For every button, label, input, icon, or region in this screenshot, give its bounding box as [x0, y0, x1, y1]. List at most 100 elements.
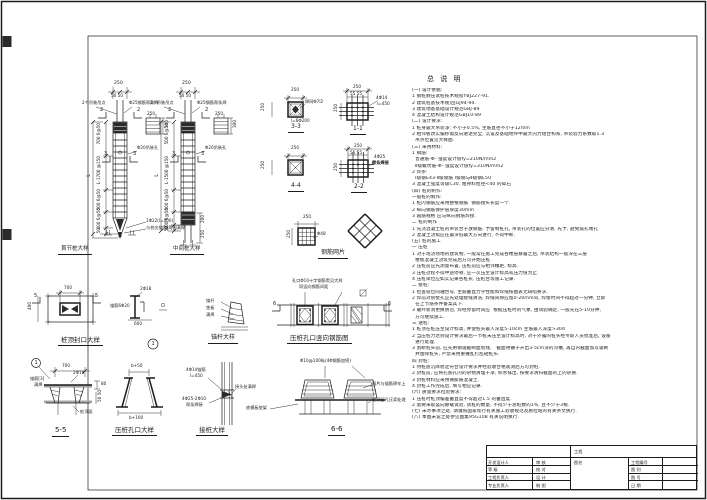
pile2-marker-3: 3 [201, 151, 205, 157]
joint-note1: 4Φ14锚筋 [186, 367, 206, 372]
note-line: 吊点位置见大样图. [412, 138, 455, 144]
dim-pile1-top-spacing: 50 50 [111, 93, 123, 98]
note-line: 1 桩顶在桩压至设计标高, 并使桩头最入深度5-10cm 主筋最入深度>30d [412, 327, 565, 333]
s55-note1: 2Φ18 [73, 370, 85, 375]
note-line: 在上节筋条件备案其下. [412, 302, 464, 308]
s55-note2: 锚筋[3] [30, 376, 45, 381]
note-line: Ⅰ级钢E43-Ⅱ级钢筋 Ⅰ级钢与Ⅱ级钢E50 [412, 176, 492, 182]
pile2-bar-note: Φ25钢筋帮条焊 [197, 100, 227, 105]
dim-pile2-seg2: L-1500 @150 [164, 156, 169, 184]
dim-pile2-seg5: 50 [164, 226, 169, 232]
title-block-role-label: 等 级 [487, 465, 533, 473]
mesh-detail [291, 213, 383, 249]
dim-mesh-top: 250 [303, 214, 311, 219]
title-block-role-label: 专业负责人 [487, 481, 533, 489]
pile1-lift-note: 2个吊装吊点 [82, 100, 106, 105]
cap-title: 桩顶封口大样 [58, 337, 103, 346]
joint-title: 接桩大样 [196, 427, 228, 436]
plate-note-left: 锚筋6Φ20 [110, 303, 130, 308]
note-line: 1 待桩底沉降稳定符合设计要求并经验收合格观测后方可封桩. [412, 365, 541, 371]
note-line: (五) 桩的施工 [412, 239, 441, 245]
title-block-meta-label: 日 期 [629, 481, 663, 489]
dim-s22-left: 250 [333, 163, 338, 171]
title-block-check-label: 设 计 [533, 473, 571, 481]
note-line: 一 压桩 [412, 245, 428, 251]
note-line: (六) 质量要求检验要求: [412, 390, 462, 396]
note-line: 3 建筑地基基础设计规范GBJ-89 [412, 106, 480, 112]
note-line: 4 封桩工作完成后, 填写相应记录. [412, 383, 483, 389]
pile2-marker-3: 3 [172, 151, 176, 157]
pile-middle-drawing [158, 87, 233, 246]
dim-s11-top: 250 [353, 84, 361, 89]
note-line: 2 封桩前, 应将孔底孔内的杂物清理干净, 积水排出, 按要求清扫截面的上的杂质… [412, 371, 578, 377]
dim-s11-sub: 55 55 [350, 91, 362, 96]
title-block-row: 工程负责人 设 计 [487, 473, 571, 482]
notes-title: 总 说 明 [427, 75, 463, 83]
mesh-title: 钢筋网片 [318, 250, 349, 259]
dim-pile2-seg1: 500 6@50 [164, 123, 169, 145]
dim-pile2-top-width: 250 [182, 81, 191, 86]
dim-cap-left: 400 [27, 302, 32, 310]
rod-note3: 满焊 [206, 312, 215, 317]
note-line: 2 混凝土浇捣应在最深低最大方向进行, 不得中断. [412, 232, 516, 238]
title-block-row: 图 号 [629, 473, 698, 482]
dim-holedetail-bottom: b+100 [129, 415, 144, 420]
pile1-bar-note: Φ25钢筋帮条焊 [129, 100, 159, 105]
note-line: 2 焊条: [412, 169, 428, 175]
note-line: 1 先浇混凝土桩的吊装合子放钢筋, 予留制桩孔, 吊装孔的位置应分清, 先予, … [412, 226, 599, 232]
holedetail-title: 压桩孔口大样 [112, 427, 157, 436]
s66-note-r2: 桩顶留孔压浆处理 [372, 397, 406, 402]
press-hole-plan [272, 289, 392, 327]
dim-s33-top: 250 [291, 87, 299, 92]
note-line: 1 钢筋: [412, 150, 428, 156]
pile1-marker-2: 2 [137, 107, 141, 113]
note-line: (八) 本图未说之处参见图集95G108 有关说明执行. [412, 415, 520, 421]
pile-joint-detail [207, 362, 237, 425]
note-line: 普通筋-Φ- 强度设计值fy=210N/mm2 [412, 157, 497, 163]
s66-note-top: Φ10@100纵(4Φ钢筋加密) [300, 358, 351, 363]
dim-pile2-mini-side: 300 [232, 120, 237, 128]
plate-dim: 600 [134, 321, 142, 326]
s66-note-l: 底模板垫架 [246, 405, 267, 410]
cap-marker-5: 5 [34, 293, 38, 299]
note-line: 四 封桩: [412, 358, 430, 364]
rod-note2: 垫板 [206, 305, 215, 310]
dim-s44-left: 250 [260, 161, 265, 169]
dim-s22-sub: 55 55 [350, 150, 362, 155]
note-line: (一) 设计依据: [412, 88, 443, 93]
joint-note5: 接头处满焊 [235, 384, 256, 389]
plate-note-top: 2Φ18 [140, 286, 152, 291]
s22-note1: 4Φ25 [374, 154, 386, 159]
note-line: (三) 采用材料: [412, 144, 443, 150]
anchor-plate-detail [128, 291, 167, 350]
note-line: 二 接桩: [412, 283, 430, 289]
pile-first-drawing [90, 87, 165, 240]
pile1-tip-note2: 与桩尖锚固,周围满焊 [146, 225, 186, 230]
s33-note2: l=6Φ200 [291, 118, 310, 123]
s11-label: 1-1 [350, 126, 366, 135]
note-line: 三 送桩: [412, 320, 430, 326]
title-block-row: 日 期 [629, 481, 698, 489]
dim-s44-top: 250 [291, 145, 299, 150]
title-block-meta-rows: 工程编号 图 别 图 号 日 期 [629, 458, 698, 489]
joint-note4: 帮条焊接 [186, 402, 203, 407]
note-line: 二 桩的制作 [412, 220, 438, 226]
note-line: 楼板混凝土浇筑完成后方可开始压桩. [412, 258, 492, 264]
note-line: 1 检查就位同轴合号, 主筋垂直力学性能和焊缝按图表无缺陷要求. [412, 289, 548, 295]
dim-pile1-seg4: 400 6@50 [96, 208, 101, 230]
note-line: 3 压桩过程不得中途停顿, 应一次压至设计标高或压力值为止. [412, 270, 539, 276]
pile2-hole-note: Φ20吊装孔 [205, 145, 227, 150]
dim-s22-top: 250 [354, 143, 362, 148]
pile1-marker-3: 3 [133, 151, 137, 157]
holeplan-marker-6: 6 [388, 301, 392, 307]
anchor-rod-detail [220, 301, 248, 331]
pile2-title: 中间桩大样 [170, 246, 204, 255]
note-line: (二) 设计要求: [412, 119, 443, 125]
note-line: 2 焊前对管壁孔应先处理接缝清洗, 焊缝间隙应留0-20mm间, 焊接时间不得超… [412, 295, 606, 301]
title-block-drawing-name-label: 图名 [571, 458, 629, 489]
title-block-signature-rows: 开发设计人 审 核 等 级 校 对 工程负责人 设 计 专业负责人 制 图 [487, 458, 571, 489]
dim-pile2-bottom2: 250 [200, 230, 205, 238]
plate-detail-number: 1 [151, 340, 155, 347]
title-block-role-label: 开发设计人 [487, 458, 533, 465]
